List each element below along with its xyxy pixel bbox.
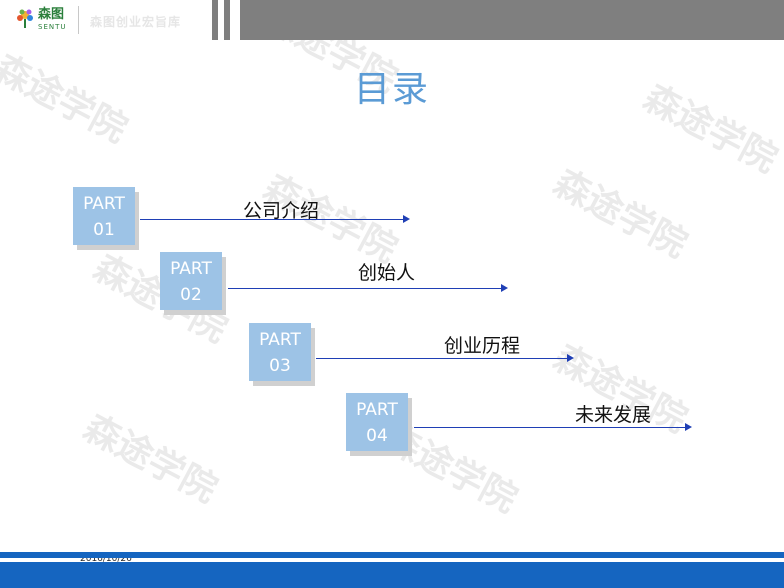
page-title: 目录 [353, 69, 430, 110]
watermark: 森途学院 [77, 407, 224, 511]
header-band [240, 0, 784, 40]
header-bars [212, 0, 236, 40]
footer-date: 2016/10/26 [80, 554, 132, 564]
part-box-01[interactable]: PART 01 [73, 187, 135, 245]
tagline: 森图创业宏旨库 [90, 15, 182, 29]
footer-bar [0, 562, 784, 588]
header: 森图 SENTU 森图创业宏旨库 [0, 0, 784, 40]
part-title-02[interactable]: 创始人 [358, 262, 416, 284]
part-title-01[interactable]: 公司介绍 [243, 200, 320, 222]
part-label: PART [170, 259, 212, 279]
divider [78, 6, 79, 34]
logo: 森图 SENTU [14, 6, 74, 34]
brand-subtitle: SENTU [38, 23, 67, 31]
arrow-01 [140, 215, 410, 223]
part-box-03[interactable]: PART 03 [249, 323, 311, 381]
arrow-03 [316, 354, 574, 362]
part-label: PART [356, 400, 398, 420]
part-title-04[interactable]: 未来发展 [575, 404, 652, 426]
watermark: 森途学院 [547, 162, 694, 266]
part-label: PART [83, 194, 125, 214]
part-box-04[interactable]: PART 04 [346, 393, 408, 451]
part-number: 03 [269, 356, 291, 376]
part-number: 04 [366, 426, 388, 446]
part-title-03[interactable]: 创业历程 [444, 335, 521, 357]
part-label: PART [259, 330, 301, 350]
tree-logo-icon [17, 9, 33, 28]
arrow-04 [414, 423, 692, 431]
part-number: 01 [93, 220, 115, 240]
footer-stripe [0, 552, 784, 558]
brand-name: 森图 [38, 7, 65, 22]
part-box-02[interactable]: PART 02 [160, 252, 222, 310]
part-number: 02 [180, 285, 202, 305]
arrow-02 [228, 284, 508, 292]
